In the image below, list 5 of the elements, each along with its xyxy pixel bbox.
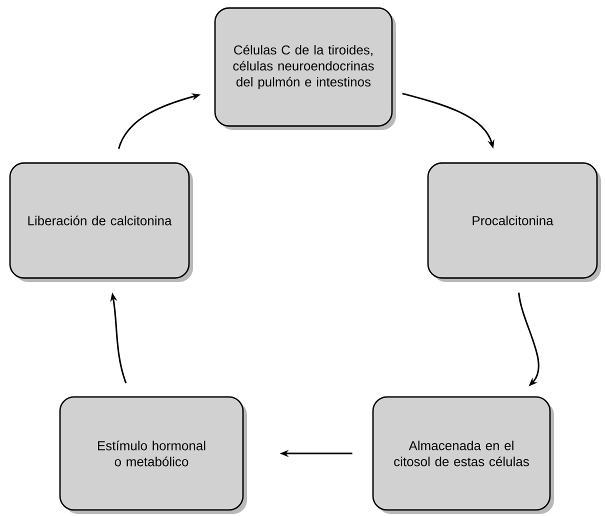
process-box: Células C de la tiroides, células neuroendocrinas del pulmón e intestinos (214, 7, 396, 130)
process-box: Liberación de calcitonina (9, 162, 193, 282)
process-box: Estímulo hormonal o metabólico (59, 396, 247, 514)
process-box: Almacenada en el citosol de estas células (372, 396, 554, 514)
process-box: Procalcitonina (427, 162, 601, 282)
